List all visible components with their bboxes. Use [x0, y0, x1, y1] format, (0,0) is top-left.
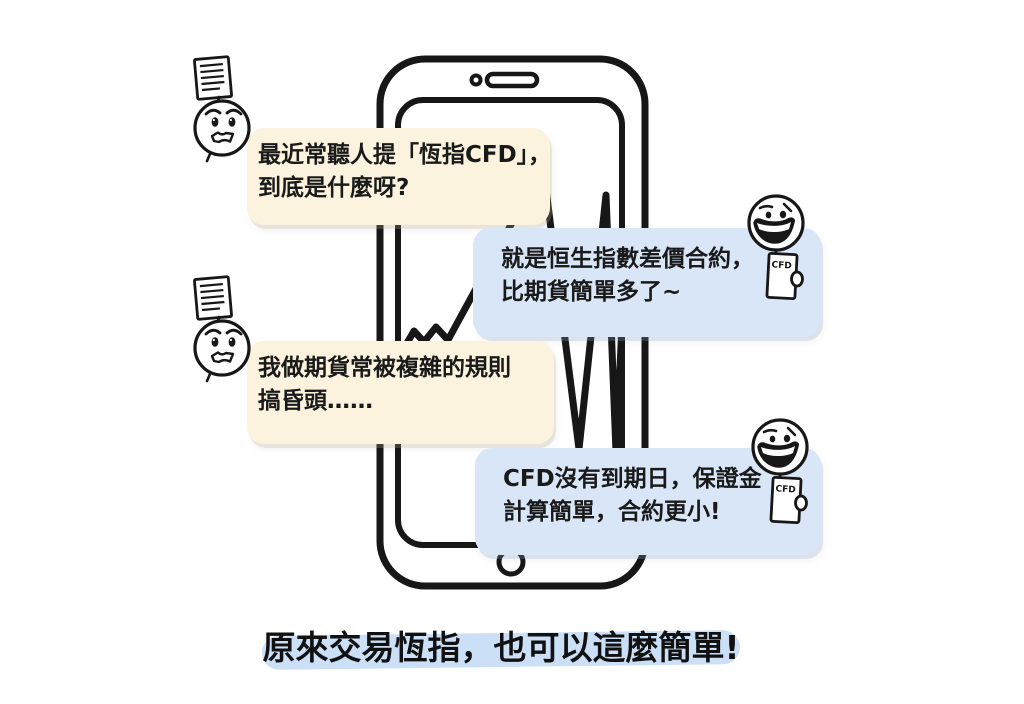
chat-bubble-question-2: 我做期貨常被複雜的規則 搞昏頭…… [247, 341, 554, 444]
camera-icon [469, 73, 483, 87]
bubble-text-line: 計算簡單，合約更小! [503, 499, 721, 525]
bubble-text-line: 搞昏頭…… [258, 388, 373, 414]
bubble-text-line: 就是恒生指數差價合約， [501, 246, 754, 272]
chat-bubble-question-1: 最近常聽人提「恆指CFD」， 到底是什麼呀? [247, 128, 552, 225]
svg-text:CFD: CFD [775, 484, 796, 495]
happy-face-icon: CFD [751, 418, 809, 525]
svg-text:CFD: CFD [771, 260, 792, 271]
caption-text: 原來交易恆指，也可以這麼簡單! [262, 628, 740, 667]
bubble-text-line: 比期貨簡單多了~ [501, 279, 682, 305]
speaker-icon [484, 71, 540, 89]
hand-icon [794, 494, 808, 512]
worried-face-icon [193, 275, 251, 383]
bubble-text-line: 最近常聽人提「恆指CFD」， [258, 142, 552, 168]
hand-icon [790, 270, 804, 288]
document-icon [193, 275, 233, 321]
worried-face-icon [193, 55, 251, 163]
happy-face-icon: CFD [747, 194, 805, 301]
bubble-text-line: CFD沒有到期日，保證金 [503, 466, 762, 492]
bubble-text-line: 到底是什麼呀? [258, 175, 410, 201]
bubble-text-line: 我做期貨常被複雜的規則 [258, 355, 511, 381]
document-icon [193, 55, 233, 101]
